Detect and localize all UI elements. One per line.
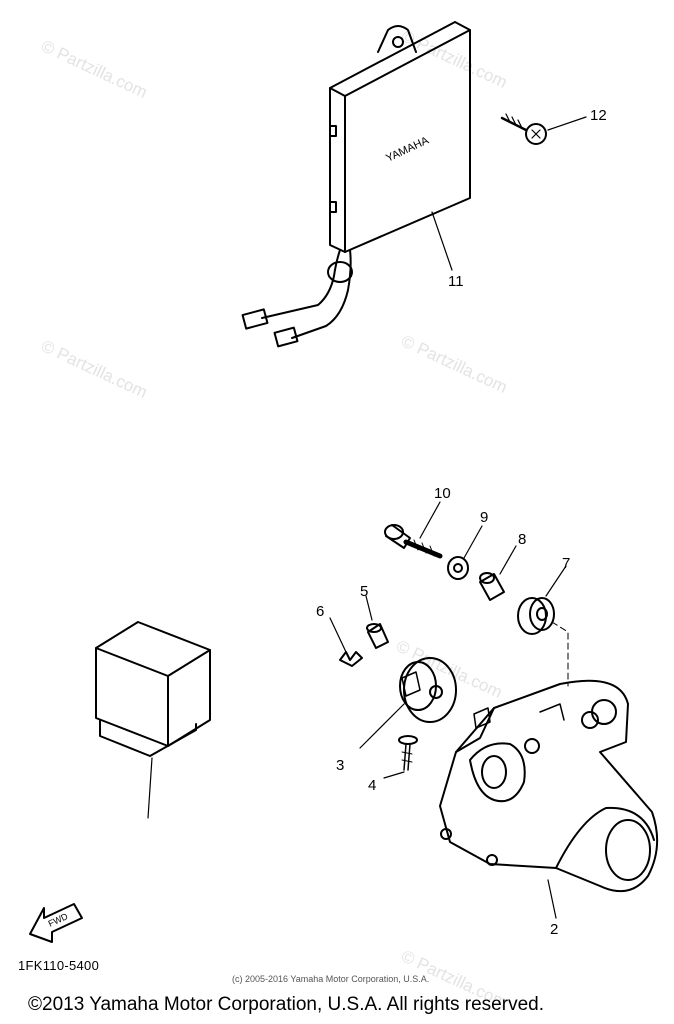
brush-holder-3 <box>359 657 457 749</box>
motor-housing-2 <box>439 679 659 919</box>
yamaha-logo: YAMAHA <box>384 134 431 164</box>
copyright-notice: ©2013 Yamaha Motor Corporation, U.S.A. A… <box>28 994 544 1015</box>
watermark-1: © Partzilla.com <box>38 36 150 102</box>
bolt-10 <box>384 501 443 559</box>
collar-8 <box>479 545 517 601</box>
watermark-4: © Partzilla.com <box>398 331 510 397</box>
callout-11: 11 <box>448 273 464 290</box>
relay <box>95 621 211 819</box>
callout-4: 4 <box>368 777 376 794</box>
callout-10: 10 <box>434 485 451 502</box>
part-code: 1FK110-5400 <box>18 958 100 973</box>
pin-5 <box>365 595 389 649</box>
fwd-arrow-icon: FWD <box>29 903 83 943</box>
callout-6: 6 <box>316 603 324 620</box>
clip-6 <box>329 617 363 667</box>
watermarks: © Partzilla.com © Partzilla.com © Partzi… <box>38 26 510 1012</box>
screw-12 <box>500 113 587 145</box>
callout-5: 5 <box>360 583 368 600</box>
callout-12: 12 <box>590 107 607 124</box>
screw-4 <box>383 735 418 779</box>
watermark-3: © Partzilla.com <box>38 336 150 402</box>
small-copyright: (c) 2005-2016 Yamaha Motor Corporation, … <box>232 974 430 984</box>
callout-7: 7 <box>562 555 570 572</box>
control-unit-11: YAMAHA <box>241 21 471 348</box>
callout-3: 3 <box>336 757 344 774</box>
callouts: 2 3 4 5 6 7 8 9 10 11 12 <box>316 107 607 938</box>
grommet-7 <box>517 565 569 687</box>
washer-9 <box>447 525 483 580</box>
callout-2: 2 <box>550 921 558 938</box>
callout-8: 8 <box>518 531 526 548</box>
callout-9: 9 <box>480 509 488 526</box>
